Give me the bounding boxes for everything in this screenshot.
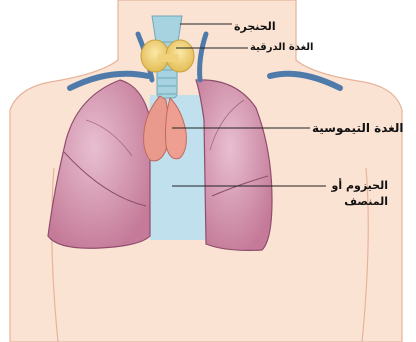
thyroid-label: الغدة الدرقية (250, 42, 313, 53)
larynx-label: الحنجرة (234, 20, 276, 33)
mediastinum-label: الحيزوم أو المنصف (330, 178, 388, 210)
mediastinum-label-line1: الحيزوم أو (330, 178, 388, 194)
thyroid-isthmus (158, 54, 178, 62)
mediastinum-label-line2: المنصف (330, 194, 388, 210)
larynx (152, 16, 182, 42)
thymus-label: الغدة التيموسية (312, 121, 404, 135)
